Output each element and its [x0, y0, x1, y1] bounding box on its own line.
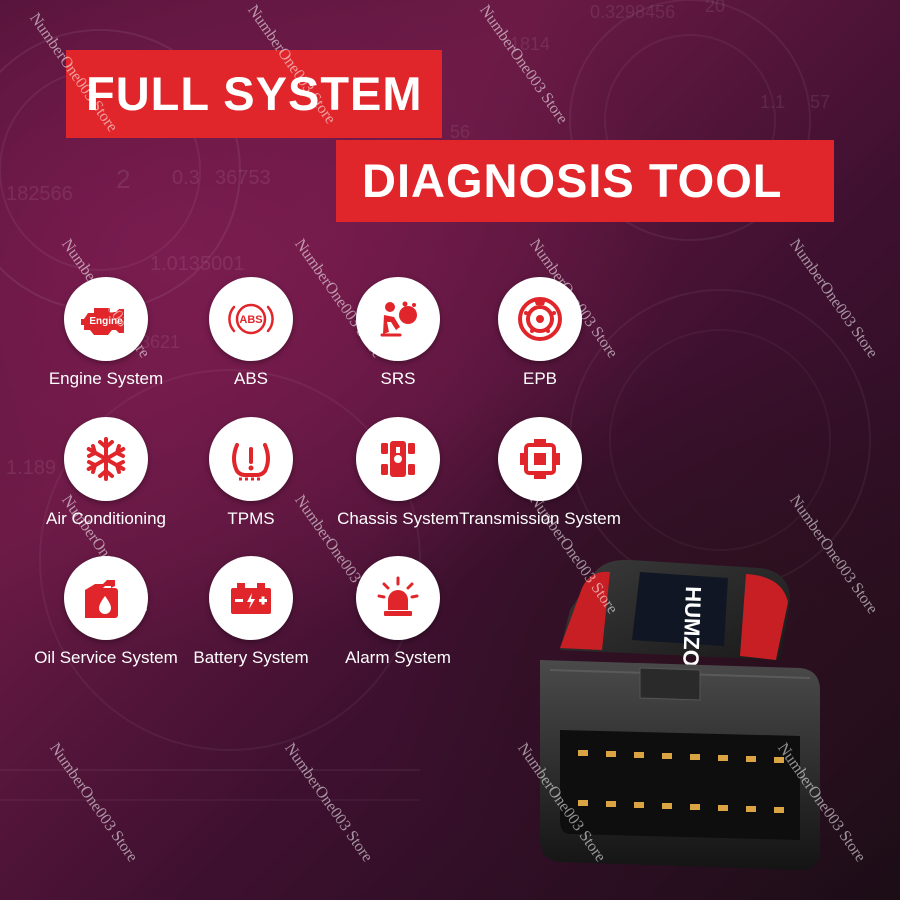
background-number: 2 [116, 164, 130, 194]
headline-line-1: FULL SYSTEM [66, 50, 442, 138]
parking-brake-icon [498, 277, 582, 361]
transmission-icon [498, 417, 582, 501]
background-number: 0.3298456 [590, 2, 675, 22]
feature-label: Air Conditioning [45, 509, 166, 528]
feature-label: TPMS [227, 509, 275, 528]
engine-icon: Engine [64, 277, 148, 361]
tire-pressure-icon [209, 417, 293, 501]
feature-label: Transmission System [459, 509, 621, 528]
background-number: 56 [450, 122, 470, 142]
feature-label: ABS [233, 369, 269, 388]
feature-srs: SRS [313, 277, 483, 388]
chassis-icon [356, 417, 440, 501]
feature-oil-service-system: Oil Service System [21, 556, 191, 667]
svg-text:Engine: Engine [89, 316, 123, 327]
feature-label: Chassis System [337, 509, 459, 528]
feature-air-conditioning: Air Conditioning [21, 417, 191, 528]
feature-alarm-system: Alarm System [313, 556, 483, 667]
background-number: 57 [810, 92, 830, 112]
feature-label: Alarm System [345, 648, 451, 667]
svg-text:ABS: ABS [239, 314, 262, 326]
feature-label: Oil Service System [34, 648, 178, 667]
feature-label: EPB [522, 369, 558, 388]
oil-can-icon [64, 556, 148, 640]
abs-icon: ABS [209, 277, 293, 361]
background-number: 182566 [6, 183, 73, 205]
background-number: 1.0135001 [150, 253, 245, 275]
background-number: 20 [705, 0, 725, 16]
feature-engine-system: Engine Engine System [21, 277, 191, 388]
airbag-icon [356, 277, 440, 361]
snowflake-icon [64, 417, 148, 501]
feature-label: SRS [380, 369, 416, 388]
background-number: 1814 [510, 34, 550, 54]
feature-abs: ABS ABS [166, 277, 336, 388]
headline-line-2: DIAGNOSIS TOOL [336, 140, 834, 222]
background-number: 36753 [215, 167, 271, 189]
battery-icon [209, 556, 293, 640]
background-number: 1.1 [760, 92, 785, 112]
background-number: 1.189 [6, 457, 56, 479]
feature-label: Battery System [193, 648, 309, 667]
feature-label: Engine System [48, 369, 164, 388]
feature-tpms: TPMS [166, 417, 336, 528]
feature-battery-system: Battery System [166, 556, 336, 667]
alarm-siren-icon [356, 556, 440, 640]
feature-chassis-system: Chassis System [313, 417, 483, 528]
obd2-scanner-device: HUMZOR [540, 559, 820, 870]
background-number: 0.3 [172, 167, 200, 189]
feature-transmission-system: Transmission System [455, 417, 625, 528]
feature-epb: EPB [455, 277, 625, 388]
